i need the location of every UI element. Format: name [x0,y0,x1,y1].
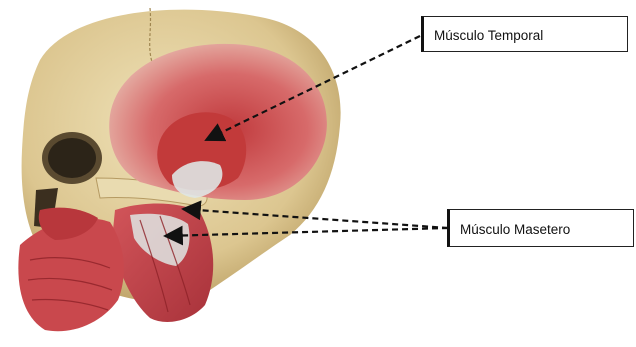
label-musculo-temporal: Músculo Temporal [421,16,628,52]
label-musculo-masetero: Músculo Masetero [447,209,634,247]
masseter-muscle [112,204,213,322]
temporal-muscle [109,44,327,200]
